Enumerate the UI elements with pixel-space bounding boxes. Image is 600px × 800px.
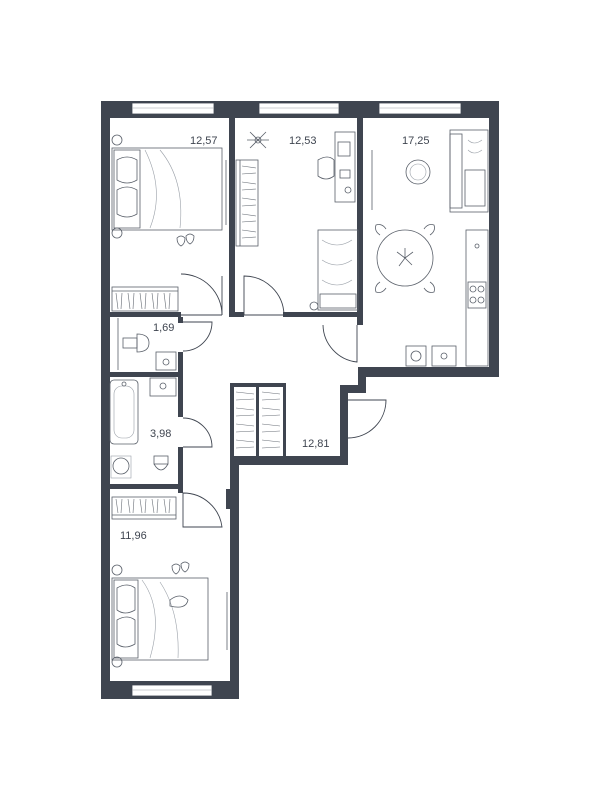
- toilet-icon: [153, 455, 169, 465]
- room-area-bedroom-1: 12,57: [190, 135, 218, 147]
- nightstand-icon: [111, 134, 123, 146]
- washing-machine-icon: [112, 457, 130, 475]
- desk: [334, 131, 356, 203]
- nightstand-icon: [111, 656, 123, 668]
- interior-walls: [101, 110, 363, 509]
- bedroom-3-furniture: [111, 496, 228, 668]
- slippers-icon: [171, 561, 190, 575]
- coffee-table-icon: [405, 159, 431, 185]
- appliance-icon: [405, 345, 427, 367]
- nightstand-icon: [111, 227, 123, 239]
- exterior-walls: [101, 101, 499, 699]
- dining-table-icon: [376, 229, 434, 287]
- bathroom-furniture: [109, 377, 177, 479]
- hanging-clothes: [235, 391, 281, 449]
- room-area-bedroom-2: 12,53: [289, 135, 317, 147]
- bed-icon: [111, 577, 209, 661]
- hallway-furniture: [235, 391, 281, 449]
- sofa-icon: [449, 129, 489, 213]
- kitchen-living-furniture: [371, 129, 489, 367]
- stove-icon: [467, 281, 487, 309]
- room-area-bedroom-3: 11,96: [120, 530, 147, 542]
- hanging-clothes: [241, 165, 257, 239]
- hanging-clothes: [115, 498, 171, 514]
- room-area-kitchen-living: 17,25: [402, 135, 430, 147]
- slippers-icon: [176, 233, 195, 247]
- room-area-wc: 1,69: [153, 322, 174, 334]
- window-kitchen: [378, 102, 462, 115]
- room-area-hallway: 12,81: [302, 438, 330, 450]
- nightstand-icon: [309, 301, 319, 311]
- kitchen-counter: [465, 229, 489, 367]
- wardrobe: [235, 159, 259, 247]
- wardrobe: [111, 286, 179, 312]
- chair-icon: [375, 224, 387, 236]
- sink-icon: [149, 377, 177, 397]
- chair-icon: [317, 156, 335, 180]
- bedroom-1-furniture: [111, 134, 227, 312]
- flowers-icon: [396, 248, 414, 267]
- chair-icon: [375, 281, 387, 293]
- window-bedroom-2: [258, 102, 340, 115]
- plant-icon: [247, 131, 269, 149]
- window-bedroom-1: [131, 102, 215, 115]
- cat-icon: [169, 595, 189, 608]
- sink-icon: [431, 345, 457, 367]
- room-area-bathroom: 3,98: [150, 428, 171, 440]
- chair-icon: [423, 224, 435, 236]
- chair-icon: [423, 281, 435, 293]
- nightstand-icon: [111, 564, 123, 576]
- toilet-icon: [122, 337, 138, 349]
- window-bedroom-3: [131, 684, 213, 697]
- bedroom-2-furniture: [235, 131, 359, 311]
- wardrobe: [111, 496, 177, 520]
- sink-icon: [155, 351, 177, 371]
- doors: [180, 273, 387, 528]
- bathtub-icon: [109, 379, 139, 445]
- wc-furniture: [117, 318, 177, 371]
- windows: [131, 102, 462, 697]
- hanging-clothes: [115, 292, 171, 310]
- bed-icon: [317, 229, 359, 311]
- bed-icon: [111, 147, 223, 231]
